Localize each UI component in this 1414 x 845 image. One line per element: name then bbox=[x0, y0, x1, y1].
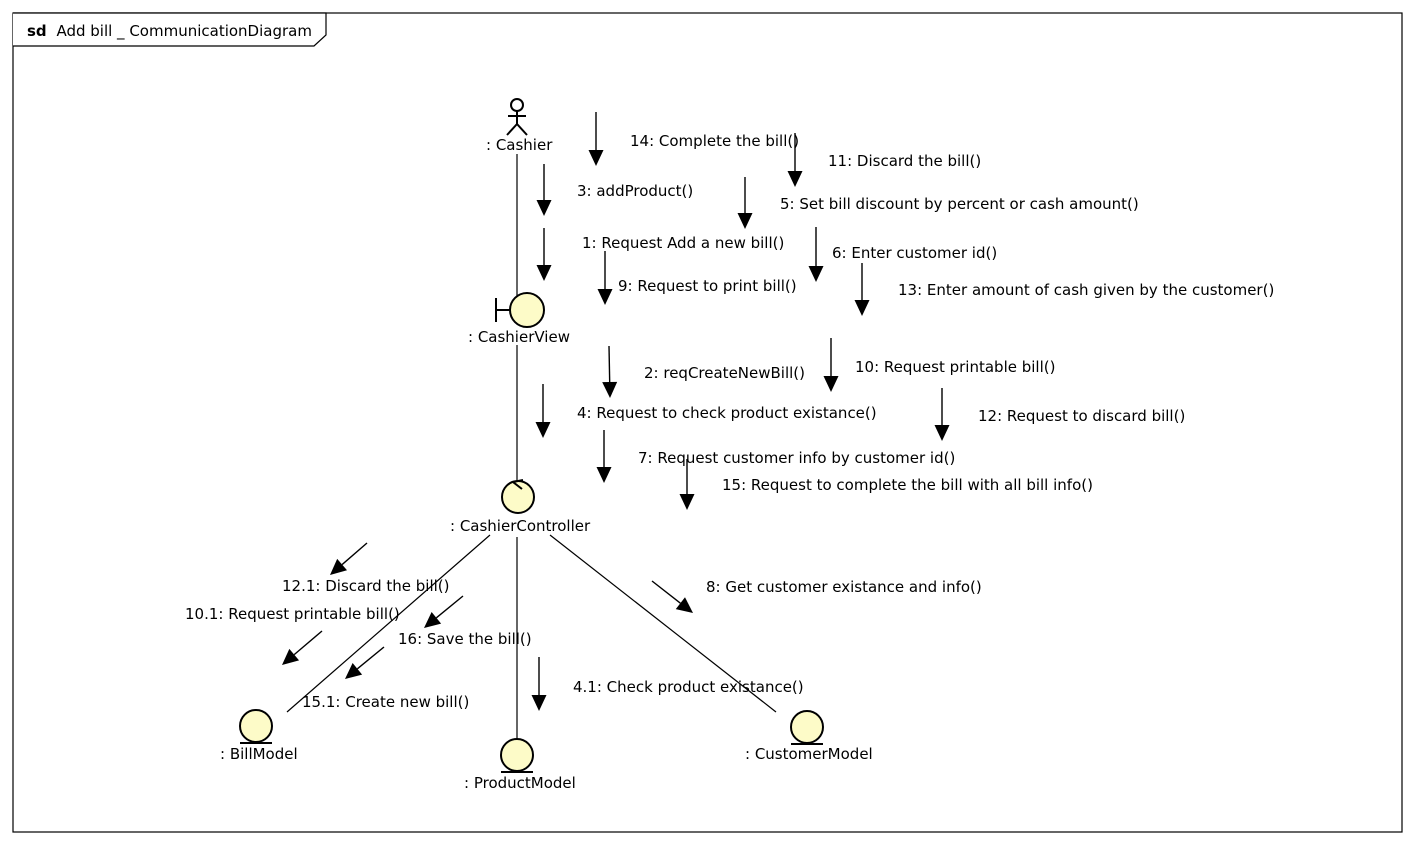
message-label-8: 8: Get customer existance and info() bbox=[706, 578, 982, 596]
message-label-4: 4: Request to check product existance() bbox=[577, 404, 877, 422]
object-label-customer-model: : CustomerModel bbox=[745, 745, 873, 763]
message-arrow-head bbox=[737, 213, 753, 229]
message-arrow-head bbox=[345, 663, 363, 679]
message-label-2: 2: reqCreateNewBill() bbox=[644, 364, 805, 382]
message-arrow-shaft bbox=[293, 630, 323, 656]
object-label-cashier-view: : CashierView bbox=[468, 328, 570, 346]
message-arrow-shaft bbox=[356, 646, 385, 670]
frame-title: sd Add bill _ CommunicationDiagram bbox=[27, 22, 312, 41]
message-arrow-head bbox=[787, 171, 803, 187]
frame-keyword: sd bbox=[27, 22, 47, 40]
object-label-cashier: : Cashier bbox=[486, 136, 553, 154]
message-label-11: 11: Discard the bill() bbox=[828, 152, 981, 170]
message-label-14: 14: Complete the bill() bbox=[630, 132, 799, 150]
message-label-4-1: 4.1: Check product existance() bbox=[573, 678, 804, 696]
control-icon bbox=[501, 479, 535, 514]
link-controller-bill bbox=[286, 534, 491, 713]
message-label-16: 16: Save the bill() bbox=[398, 630, 532, 648]
boundary-icon bbox=[495, 292, 545, 328]
message-arrow-head bbox=[597, 289, 613, 305]
message-arrow-head bbox=[602, 381, 618, 398]
message-label-9: 9: Request to print bill() bbox=[618, 277, 797, 295]
message-arrow-head bbox=[934, 425, 950, 441]
message-arrows bbox=[282, 112, 950, 711]
message-arrow-shaft bbox=[435, 595, 464, 619]
message-arrow-head bbox=[531, 695, 547, 711]
frame-name: Add bill _ CommunicationDiagram bbox=[56, 22, 312, 41]
message-label-12: 12: Request to discard bill() bbox=[978, 407, 1185, 425]
message-arrow-head bbox=[536, 200, 552, 216]
actor-icon bbox=[506, 98, 528, 136]
message-arrow-shaft bbox=[651, 580, 681, 604]
message-arrow-head bbox=[596, 467, 612, 483]
message-arrow-head bbox=[424, 612, 442, 628]
message-label-6: 6: Enter customer id() bbox=[832, 244, 997, 262]
message-arrow-head bbox=[854, 300, 870, 316]
message-label-10-1: 10.1: Request printable bill() bbox=[185, 605, 400, 623]
entity-icon bbox=[500, 738, 534, 773]
message-label-7: 7: Request customer info by customer id(… bbox=[638, 449, 955, 467]
message-arrow-head bbox=[282, 648, 300, 665]
message-label-13: 13: Enter amount of cash given by the cu… bbox=[898, 281, 1274, 299]
object-label-cashier-controller: : CashierController bbox=[450, 517, 591, 535]
message-label-1: 1: Request Add a new bill() bbox=[582, 234, 784, 252]
diagram-frame bbox=[12, 12, 1403, 833]
message-label-3: 3: addProduct() bbox=[577, 182, 693, 200]
message-arrow-shaft bbox=[608, 345, 611, 383]
object-label-product-model: : ProductModel bbox=[464, 774, 576, 792]
message-arrow-head bbox=[330, 558, 348, 575]
message-label-10: 10: Request printable bill() bbox=[855, 358, 1055, 376]
message-arrow-head bbox=[679, 494, 695, 510]
entity-icon bbox=[239, 709, 273, 744]
message-label-15-1: 15.1: Create new bill() bbox=[302, 693, 469, 711]
message-label-15: 15: Request to complete the bill with al… bbox=[722, 476, 1093, 494]
message-label-5: 5: Set bill discount by percent or cash … bbox=[780, 195, 1139, 213]
object-label-bill-model: : BillModel bbox=[220, 745, 298, 763]
message-arrow-head bbox=[536, 265, 552, 281]
message-label-12-1: 12.1: Discard the bill() bbox=[282, 577, 450, 595]
entity-icon bbox=[790, 710, 824, 745]
message-arrow-head bbox=[675, 597, 693, 613]
message-arrow-head bbox=[823, 376, 839, 392]
message-arrow-head bbox=[808, 266, 824, 282]
message-arrow-head bbox=[588, 150, 604, 166]
link-controller-customer bbox=[549, 534, 777, 713]
message-arrow-head bbox=[535, 422, 551, 438]
message-arrow-shaft bbox=[341, 542, 368, 566]
frame-title-tab bbox=[13, 12, 327, 47]
